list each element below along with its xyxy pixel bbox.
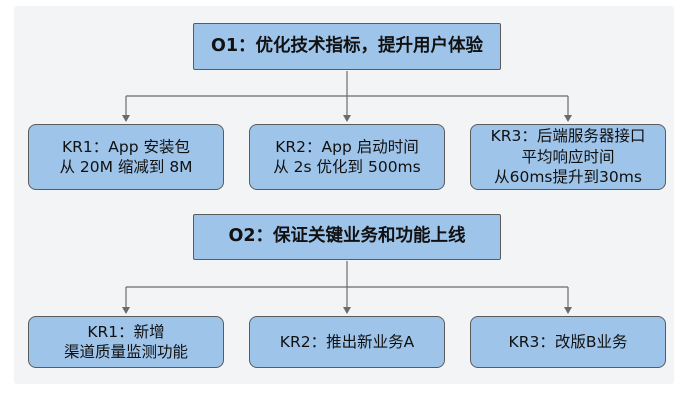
o2-kr3-box: KR3：改版B业务 xyxy=(470,316,666,368)
o1-kr2-box: KR2：App 启动时间 从 2s 优化到 500ms xyxy=(249,124,445,190)
objective-2-box: O2：保证关键业务和功能上线 xyxy=(193,214,501,260)
o2-kr2-box: KR2：推出新业务A xyxy=(249,316,445,368)
objective-1-box: O1：优化技术指标，提升用户体验 xyxy=(193,23,501,70)
o1-kr1-box: KR1：App 安装包 从 20M 缩减到 8M xyxy=(28,124,224,190)
o2-kr1-box: KR1：新增 渠道质量监测功能 xyxy=(28,316,224,368)
o1-kr3-box: KR3：后端服务器接口 平均响应时间 从60ms提升到30ms xyxy=(470,124,666,190)
